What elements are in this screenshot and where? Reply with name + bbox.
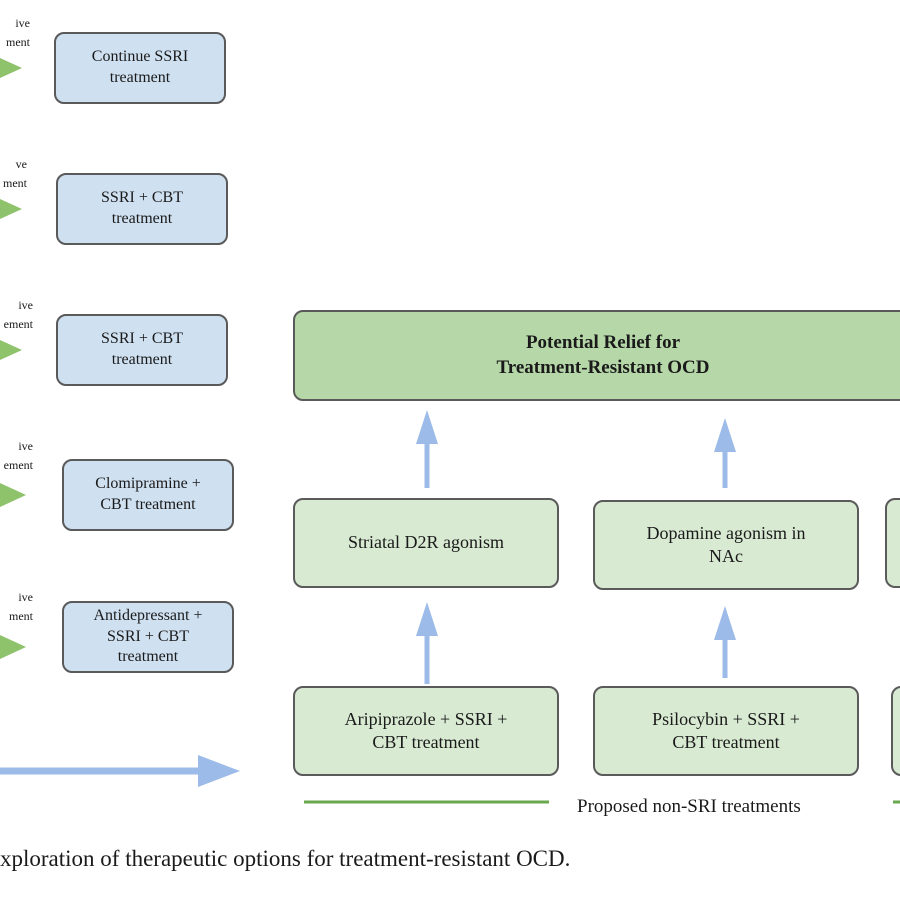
green-arrow-2 [0, 199, 22, 219]
treatment-box-cropped [891, 686, 900, 776]
legend-label: Proposed non-SRI treatments [577, 796, 801, 817]
green-arrow-4 [0, 483, 26, 507]
side-label-3: ive ement [3, 298, 33, 331]
up-arrow-head-c2-lower [714, 606, 736, 640]
up-arrow-head-c1-upper [416, 410, 438, 444]
figure-caption: xploration of therapeutic options for tr… [0, 846, 571, 871]
mechanism-box-dopamine-nac: Dopamine agonism in NAc [593, 500, 859, 590]
potential-relief-box: Potential Relief for Treatment-Resistant… [293, 310, 900, 401]
up-arrow-head-c1-lower [416, 602, 438, 636]
treatment-box-aripiprazole: Aripiprazole + SSRI + CBT treatment [293, 686, 559, 776]
side-label-4: ive ement [3, 439, 33, 472]
step-box-continue-ssri: Continue SSRI treatment [54, 32, 226, 104]
side-label-5: ive ment [9, 590, 33, 623]
green-arrow-5 [0, 635, 26, 659]
side-label-1: ive ment [6, 16, 30, 49]
step-box-ssri-cbt-2: SSRI + CBT treatment [56, 314, 228, 386]
green-arrow-3 [0, 340, 22, 360]
up-arrow-head-c2-upper [714, 418, 736, 452]
mechanism-box-striatal-d2r: Striatal D2R agonism [293, 498, 559, 588]
blue-arrow-horizontal-head [198, 755, 240, 787]
treatment-box-psilocybin: Psilocybin + SSRI + CBT treatment [593, 686, 859, 776]
side-label-2: ve ment [3, 157, 27, 190]
step-box-ssri-cbt-1: SSRI + CBT treatment [56, 173, 228, 245]
step-box-antidepressant-ssri-cbt: Antidepressant + SSRI + CBT treatment [62, 601, 234, 673]
mechanism-box-cropped [885, 498, 900, 588]
step-box-clomipramine-cbt: Clomipramine + CBT treatment [62, 459, 234, 531]
green-arrow-1 [0, 58, 22, 78]
